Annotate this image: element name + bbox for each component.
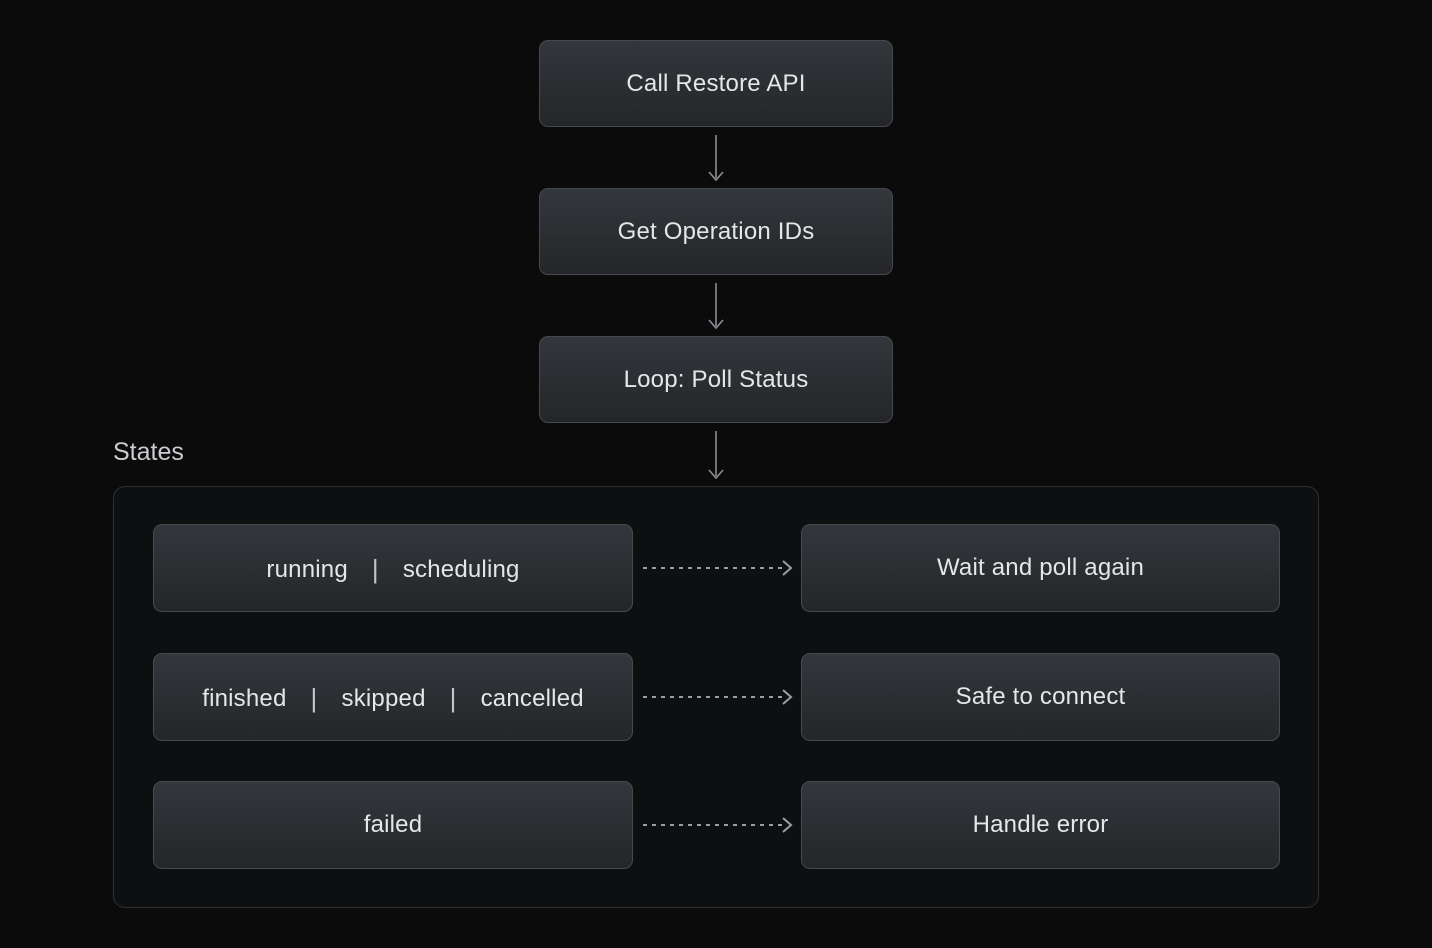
dashed-right-arrow	[643, 689, 793, 705]
outcome-box-handle-error: Handle error	[801, 781, 1280, 869]
states-title: States	[113, 438, 184, 466]
down-arrow	[708, 431, 724, 480]
node-loop-poll-status: Loop: Poll Status	[539, 336, 893, 423]
dashed-right-arrow	[643, 817, 793, 833]
outcome-box-wait-and-poll-again: Wait and poll again	[801, 524, 1280, 612]
state-box-label: failed	[363, 811, 423, 838]
dashed-right-arrow	[643, 560, 793, 576]
pipe-separator: |	[371, 553, 379, 584]
state-box-running-scheduling: running|scheduling	[153, 524, 633, 612]
state-box-label: running|scheduling	[266, 553, 520, 584]
node-call-restore-api: Call Restore API	[539, 40, 893, 127]
state-box-label: finished|skipped|cancelled	[202, 682, 584, 713]
pipe-separator: |	[310, 682, 318, 713]
node-get-operation-ids: Get Operation IDs	[539, 188, 893, 275]
outcome-box-label: Safe to connect	[955, 683, 1126, 710]
node-label: Loop: Poll Status	[623, 365, 809, 393]
down-arrow	[708, 283, 724, 330]
node-label: Get Operation IDs	[617, 217, 815, 245]
outcome-box-safe-to-connect: Safe to connect	[801, 653, 1280, 741]
pipe-separator: |	[449, 682, 457, 713]
outcome-box-label: Handle error	[972, 811, 1109, 838]
node-label: Call Restore API	[626, 69, 806, 97]
states-container: running|scheduling Wait and poll again f…	[113, 486, 1319, 908]
outcome-box-label: Wait and poll again	[936, 554, 1145, 581]
state-box-failed: failed	[153, 781, 633, 869]
state-box-finished-skipped-cancelled: finished|skipped|cancelled	[153, 653, 633, 741]
down-arrow	[708, 135, 724, 182]
